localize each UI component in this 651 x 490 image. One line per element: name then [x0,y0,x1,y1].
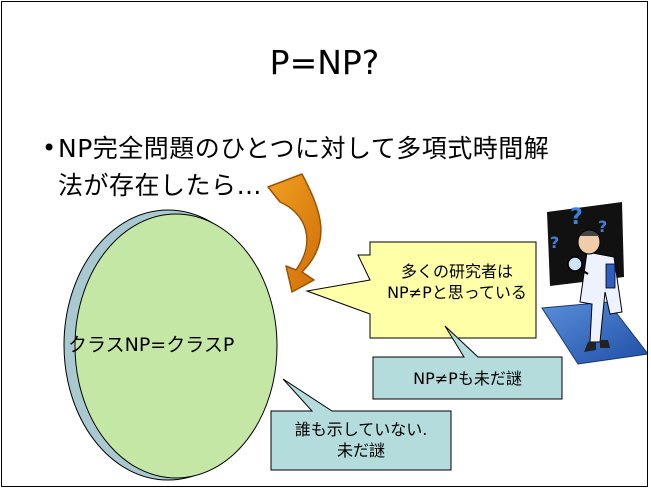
callout-mystery-text: NP≠Pも未だ謎 [413,369,522,388]
callout-nobody-text: 誰も示していない. 未だ謎 [271,419,451,461]
class-ellipse [63,209,278,481]
bullet-dot: • [42,134,57,162]
bullet-text: NP完全問題のひとつに対して多項式時間解 法が存在したら… [58,130,638,204]
callout-researchers-line-1: 多くの研究者は [400,262,513,281]
thinking-scientist-icon: ? ? ? [541,202,647,365]
svg-text:?: ? [598,217,607,236]
callout-nobody-line-1: 誰も示していない. [294,420,428,439]
callout-mystery [372,325,563,400]
slide-title: P=NP? [269,43,380,82]
callout-researchers-line-2: NP≠Pと思っている [387,283,527,302]
ellipse-label: クラスNP=クラスP [68,334,235,356]
callout-nobody [270,378,452,471]
curved-arrow-icon [267,173,322,293]
callout-nobody-line-2: 未だ謎 [336,441,385,460]
svg-text:?: ? [570,205,583,230]
bullet-line-2: 法が存在したら… [58,171,263,200]
bullet-line-1: NP完全問題のひとつに対して多項式時間解 [58,134,550,163]
callout-researchers-text: 多くの研究者は NP≠Pと思っている [382,261,532,303]
question-marks-icon: ? ? ? [550,205,607,252]
svg-text:?: ? [550,233,559,252]
